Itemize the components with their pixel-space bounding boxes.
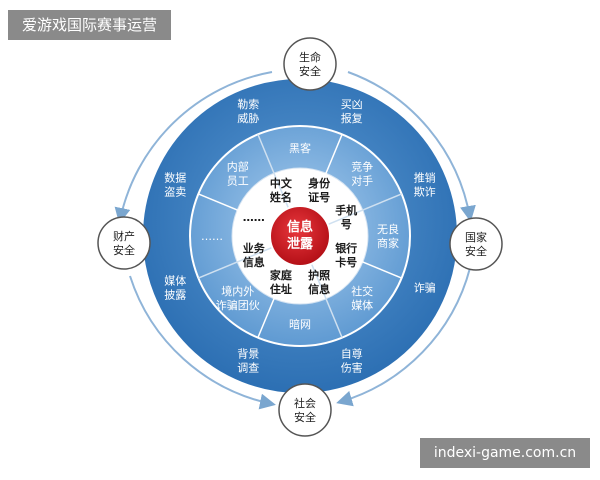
spoke-4 bbox=[310, 263, 343, 338]
spoke-0 bbox=[257, 134, 290, 209]
arrow-right-to-bottom bbox=[336, 267, 471, 407]
inner-item-5-line-1: 住址 bbox=[270, 282, 292, 296]
outer-item-2-line-0: 诈骗 bbox=[414, 281, 436, 295]
node-right-line-1: 国家 bbox=[465, 230, 487, 244]
outer-item-7-line-0: 勒索 bbox=[237, 97, 259, 111]
middle-item-3-line-1: 媒体 bbox=[351, 298, 373, 312]
inner-item-5-line-0: 家庭 bbox=[270, 268, 292, 282]
cycle-arrows bbox=[114, 71, 476, 410]
middle-item-5-line-1: 诈骗团伙 bbox=[216, 298, 260, 312]
site-banner: 爱游戏国际赛事运营 bbox=[8, 10, 171, 40]
node-social-safety: 社会 安全 bbox=[278, 383, 332, 437]
spoke-2 bbox=[327, 193, 402, 226]
middle-item-3-line-0: 社交 bbox=[351, 284, 373, 298]
middle-item-6-line-0: …… bbox=[201, 230, 223, 243]
inner-item-2-line-0: 手机 bbox=[335, 203, 357, 217]
inner-item-1-line-1: 证号 bbox=[308, 191, 330, 204]
outer-item-4-line-1: 调查 bbox=[237, 361, 259, 375]
node-top-line-2: 安全 bbox=[299, 64, 321, 78]
node-bottom-line-1: 社会 bbox=[294, 396, 316, 410]
spoke-1 bbox=[310, 134, 343, 209]
node-right-line-2: 安全 bbox=[465, 244, 487, 258]
middle-item-0-line-0: 黑客 bbox=[289, 141, 311, 155]
spoke-5 bbox=[257, 263, 290, 338]
core-label-line-1: 信息 bbox=[287, 219, 313, 235]
core-circle bbox=[269, 205, 331, 267]
middle-item-5-line-0: 境内外 bbox=[221, 284, 254, 298]
outer-item-1-line-1: 欺诈 bbox=[414, 185, 436, 198]
inner-item-1-line-0: 身份 bbox=[308, 176, 331, 190]
outer-item-1-line-0: 推销 bbox=[414, 170, 436, 184]
spoke-3 bbox=[327, 246, 402, 279]
outer-item-3-line-0: 自尊 bbox=[341, 347, 363, 361]
outer-item-6-line-1: 盗卖 bbox=[164, 185, 186, 198]
outer-item-5-line-1: 披露 bbox=[164, 288, 186, 302]
outer-item-3-line-1: 伤害 bbox=[341, 361, 363, 375]
outer-item-4-line-0: 背景 bbox=[237, 347, 259, 361]
node-left-line-2: 安全 bbox=[113, 243, 135, 257]
inner-item-4-line-1: 信息 bbox=[308, 282, 330, 296]
middle-item-7-line-0: 内部 bbox=[227, 160, 249, 174]
outer-item-6-line-0: 数据 bbox=[164, 170, 186, 184]
outer-item-0-line-1: 报复 bbox=[341, 111, 363, 125]
outer-item-0-line-0: 买凶 bbox=[341, 98, 363, 111]
inner-item-7-line-0: …… bbox=[243, 211, 265, 224]
inner-items: 中文姓名身份证号手机号银行卡号护照信息家庭住址业务信息…… bbox=[243, 176, 357, 296]
inner-item-3-line-0: 银行 bbox=[335, 241, 357, 255]
outer-item-7-line-1: 威胁 bbox=[237, 111, 259, 125]
node-life-safety: 生命 安全 bbox=[283, 37, 337, 91]
middle-item-7-line-1: 员工 bbox=[227, 175, 249, 188]
inner-item-2-line-1: 号 bbox=[341, 218, 352, 231]
inner-item-0-line-0: 中文 bbox=[270, 176, 293, 190]
arrow-left-to-bottom bbox=[129, 275, 276, 410]
node-bottom-line-2: 安全 bbox=[294, 410, 316, 424]
node-top-line-1: 生命 bbox=[299, 50, 321, 64]
middle-item-1-line-1: 对手 bbox=[351, 174, 373, 188]
inner-item-6-line-1: 信息 bbox=[243, 255, 265, 269]
core-label-line-2: 泄露 bbox=[287, 236, 314, 252]
middle-item-2-line-0: 无良 bbox=[377, 222, 399, 236]
node-property-safety: 财产 安全 bbox=[97, 216, 151, 270]
node-left-line-1: 财产 bbox=[113, 229, 135, 243]
node-national-safety: 国家 安全 bbox=[449, 217, 503, 271]
middle-item-1-line-0: 竞争 bbox=[351, 160, 373, 174]
outer-item-5-line-0: 媒体 bbox=[164, 274, 186, 288]
spoke-7 bbox=[198, 193, 273, 226]
arrow-top-to-left bbox=[114, 71, 273, 224]
inner-item-4-line-0: 护照 bbox=[308, 268, 330, 282]
middle-item-2-line-1: 商家 bbox=[377, 236, 399, 250]
ring-spokes bbox=[198, 134, 402, 338]
spoke-6 bbox=[198, 246, 273, 279]
middle-item-4-line-0: 暗网 bbox=[289, 317, 311, 331]
arrow-top-to-right bbox=[347, 71, 476, 222]
inner-item-0-line-1: 姓名 bbox=[270, 190, 292, 204]
inner-item-6-line-0: 业务 bbox=[243, 241, 266, 255]
inner-item-3-line-1: 卡号 bbox=[335, 255, 357, 269]
site-footer-watermark: indexi-game.com.cn bbox=[420, 438, 590, 468]
